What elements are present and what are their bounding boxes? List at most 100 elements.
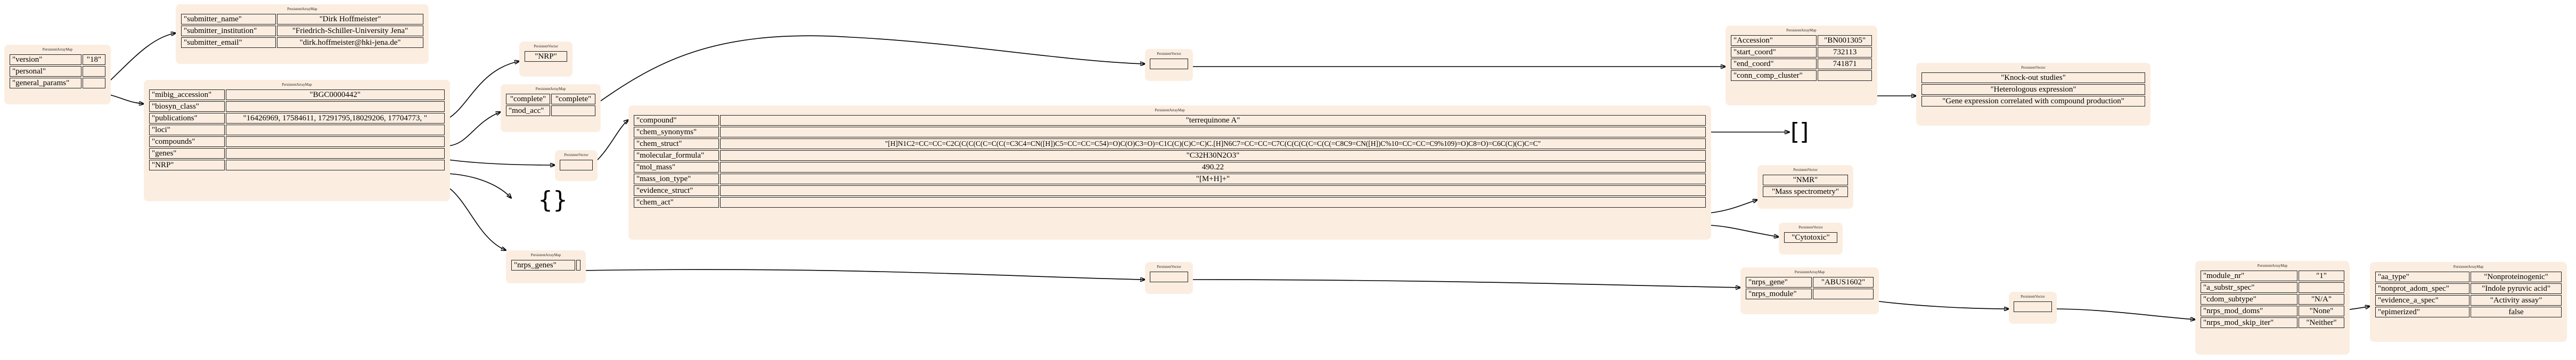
edge-nrp xyxy=(448,187,506,250)
value-cell: "Activity assay" xyxy=(2471,295,2562,306)
key-cell: "mibig_accession" xyxy=(149,89,225,100)
node-caption: PersistentVector xyxy=(2021,294,2045,299)
table-row: "publications" "16426969, 17584611, 1729… xyxy=(149,113,445,124)
value-cell: "BN001305" xyxy=(1818,35,1872,46)
table-row: "Cytotoxic" xyxy=(1784,232,1837,243)
table-row: "loci" xyxy=(149,125,445,135)
chem-act-vector: PersistentVector "Cytotoxic" xyxy=(1779,223,1843,255)
key-cell: "publications" xyxy=(149,113,225,124)
value-cell: "16426969, 17584611, 17291795,18029206, … xyxy=(225,113,445,124)
value-cell: "BGC0000442" xyxy=(225,89,445,100)
table-row: "evidence_struct" xyxy=(634,185,1706,196)
table-row: "evidence_a_spec" "Activity assay" xyxy=(2375,295,2562,306)
item-cell: "Gene expression correlated with compoun… xyxy=(1921,96,2145,107)
key-cell: "version" xyxy=(10,54,82,65)
table-row: "mibig_accession" "BGC0000442" xyxy=(149,89,445,100)
value-cell: "Dirk Hoffmeister" xyxy=(277,14,423,24)
table-row: "nrps_gene" "ABUS1602" xyxy=(1746,277,1874,288)
personal-table: "submitter_name" "Dirk Hoffmeister" "sub… xyxy=(180,13,424,49)
table-row: "conn_comp_cluster" xyxy=(1731,70,1872,81)
value-cell xyxy=(720,197,1706,208)
node-caption: PersistentArrayMap xyxy=(1786,28,1817,32)
key-cell: "molecular_formula" xyxy=(634,150,719,161)
value-cell: "dirk.hoffmeister@hki-jena.de" xyxy=(277,37,423,48)
value-cell: "C32H30N2O3" xyxy=(720,150,1706,161)
value-cell: "Nonproteinogenic" xyxy=(2471,272,2562,282)
loci-table: "complete" "complete" "mod_acc" xyxy=(505,93,596,117)
root-table: "version" "18" "personal" "general_param… xyxy=(9,53,107,89)
key-cell: "nrps_mod_skip_iter" xyxy=(2201,317,2297,328)
table-row: "end_coord" 741871 xyxy=(1731,59,1872,69)
table-row: "mol_mass" 490.22 xyxy=(634,162,1706,173)
key-cell: "compounds" xyxy=(149,136,225,147)
value-cell: "1" xyxy=(2298,271,2344,281)
biosyn-class-vector: PersistentVector "NRP" xyxy=(519,42,573,77)
edge-nrps-module xyxy=(1874,300,2009,309)
evidence-struct-vector: PersistentVector "NMR" "Mass spectrometr… xyxy=(1757,165,1853,209)
node-caption: PersistentVector xyxy=(564,153,588,157)
key-cell: "loci" xyxy=(149,125,225,135)
key-cell: "submitter_email" xyxy=(181,37,276,48)
table-row: "general_params" xyxy=(10,78,105,88)
value-cell xyxy=(225,101,445,112)
value-cell xyxy=(720,185,1706,196)
value-cell xyxy=(83,78,105,88)
item-cell: "Cytotoxic" xyxy=(1784,232,1837,243)
table-row: "compound" "terrequinone A" xyxy=(634,115,1706,126)
value-cell xyxy=(2298,282,2344,293)
table-row: "Accession" "BN001305" xyxy=(1731,35,1872,46)
key-cell: "genes" xyxy=(149,148,225,159)
value-cell: "[H]N1C2=CC=CC=C2C(C(C(C(C=C(C(=C3C4=CN(… xyxy=(720,138,1706,149)
node-caption: PersistentArrayMap xyxy=(1794,270,1825,274)
value-cell xyxy=(576,260,580,271)
key-cell: "chem_act" xyxy=(634,197,719,208)
value-cell: "18" xyxy=(83,54,105,65)
key-cell: "cdom_subtype" xyxy=(2201,294,2297,305)
table-row: "submitter_name" "Dirk Hoffmeister" xyxy=(181,14,423,24)
table-row: "nrps_mod_doms" "None" xyxy=(2201,306,2344,316)
root-map: PersistentArrayMap "version" "18" "perso… xyxy=(4,45,111,104)
edge-compounds xyxy=(448,159,555,165)
genes-empty-map: {} xyxy=(538,186,568,214)
edge-nrps-gene xyxy=(1188,279,1740,288)
value-cell: "Neither" xyxy=(2298,317,2344,328)
nrps-genes-vector: PersistentVector xyxy=(1145,262,1193,294)
personal-map: PersistentArrayMap "submitter_name" "Dir… xyxy=(176,4,429,64)
key-cell: "end_coord" xyxy=(1731,59,1817,69)
chem-synonyms-empty-vector: [] xyxy=(1790,118,1809,145)
table-row: "compounds" xyxy=(149,136,445,147)
table-row: "module_nr" "1" xyxy=(2201,271,2344,281)
table-row: "cdom_subtype" "N/A" xyxy=(2201,294,2344,305)
key-cell: "compound" xyxy=(634,115,719,126)
value-cell: "N/A" xyxy=(2298,294,2344,305)
table-row: "NMR" xyxy=(1763,175,1848,185)
accession-table: "Accession" "BN001305" "start_coord" 732… xyxy=(1730,34,1873,82)
table-row: "version" "18" xyxy=(10,54,105,65)
key-cell: "chem_synonyms" xyxy=(634,127,719,137)
node-caption: PersistentArrayMap xyxy=(1155,108,1185,112)
general-params-table: "mibig_accession" "BGC0000442" "biosyn_c… xyxy=(148,88,446,171)
key-cell: "nonprot_adom_spec" xyxy=(2375,283,2470,294)
nrps-gene-table: "nrps_gene" "ABUS1602" "nrps_module" xyxy=(1745,276,1875,300)
vector-cell xyxy=(560,160,593,170)
key-cell: "biosyn_class" xyxy=(149,101,225,112)
mod-acc-vector: PersistentVector xyxy=(1145,49,1193,81)
biosyn-class-table: "NRP" xyxy=(524,50,568,63)
node-caption: PersistentArrayMap xyxy=(42,47,73,52)
vector-cell xyxy=(1150,59,1188,69)
key-cell: "chem_struct" xyxy=(634,138,719,149)
edge-genes xyxy=(448,173,511,198)
compound-map: PersistentArrayMap "compound" "terrequin… xyxy=(628,105,1711,240)
vector-cell xyxy=(1150,272,1188,282)
key-cell: "mass_ion_type" xyxy=(634,174,719,184)
edge-evidence xyxy=(1709,200,1757,214)
node-caption: PersistentVector xyxy=(534,44,558,48)
table-row: "chem_act" xyxy=(634,197,1706,208)
edge-personal xyxy=(109,33,176,81)
value-cell xyxy=(1818,70,1872,81)
table-row: "molecular_formula" "C32H30N2O3" xyxy=(634,150,1706,161)
edge-loci xyxy=(448,112,501,146)
node-caption: PersistentVector xyxy=(1793,168,1818,172)
node-caption: PersistentArrayMap xyxy=(535,87,566,91)
table-row: "nrps_mod_skip_iter" "Neither" xyxy=(2201,317,2344,328)
